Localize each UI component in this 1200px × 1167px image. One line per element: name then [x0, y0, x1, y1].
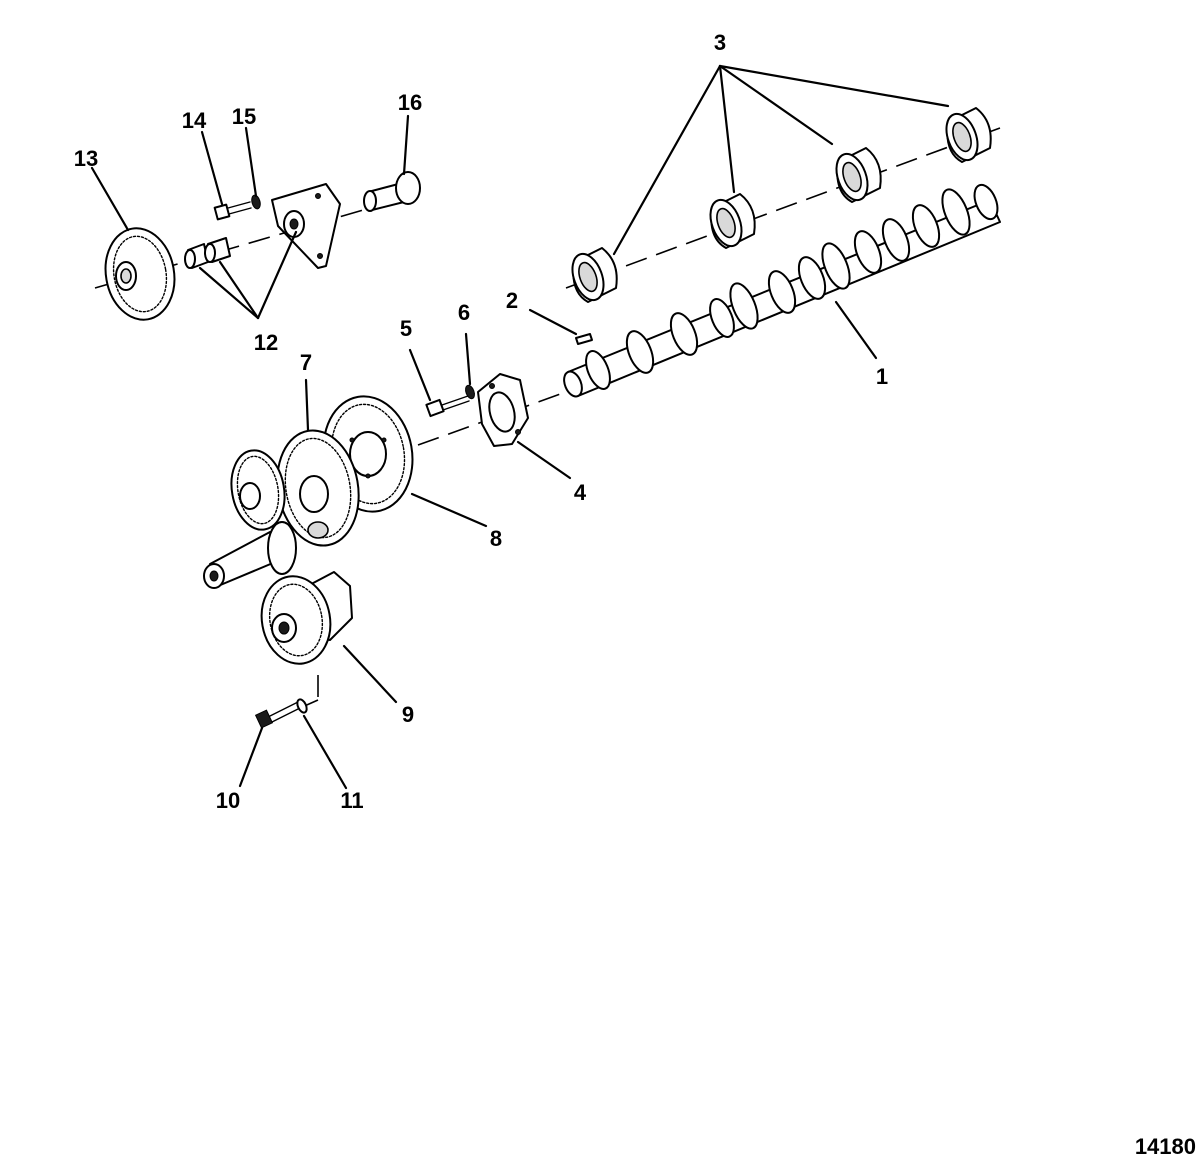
pump-housing [260, 571, 353, 665]
drive-shaft [203, 521, 297, 589]
callout-2: 2 [506, 288, 518, 313]
callout-1: 1 [876, 364, 888, 389]
idler-bushing-2 [204, 237, 231, 263]
idler-bracket [271, 183, 341, 269]
callout-4: 4 [574, 480, 587, 505]
callout-8: 8 [490, 526, 502, 551]
lock-washer [465, 384, 475, 400]
callout-14: 14 [182, 108, 207, 133]
idler-shaft [363, 171, 421, 212]
camshaft-bearing-4 [945, 107, 992, 163]
callout-16: 16 [398, 90, 422, 115]
camshaft-bearing-3 [835, 147, 882, 203]
housing-washer [296, 698, 308, 714]
camshaft [563, 183, 1001, 398]
callout-5: 5 [400, 316, 412, 341]
callout-10: 10 [216, 788, 240, 813]
figure-number: 14180 [1135, 1134, 1196, 1159]
bracket-screw [213, 201, 252, 221]
callout-12: 12 [254, 330, 278, 355]
callout-labels: 3 1 2 4 5 6 7 8 9 10 11 12 13 14 15 16 [74, 30, 888, 813]
idler-gear-left [104, 227, 176, 321]
bracket-washer [251, 194, 261, 210]
callout-11: 11 [340, 788, 363, 813]
callout-13: 13 [74, 146, 98, 171]
assembly-axes [94, 127, 1001, 709]
thrust-plate-screw [425, 395, 470, 418]
camshaft-bearing-2 [709, 193, 756, 249]
callout-7: 7 [300, 350, 312, 375]
callout-15: 15 [232, 104, 256, 129]
housing-bolt [254, 701, 301, 729]
thrust-plate [477, 373, 529, 447]
camshaft-bearing-1 [571, 247, 618, 303]
callout-3: 3 [714, 30, 726, 55]
callout-9: 9 [402, 702, 414, 727]
callout-6: 6 [458, 300, 470, 325]
leader-lines [90, 64, 950, 790]
idler-bushing-1 [184, 243, 209, 269]
woodruff-key [575, 333, 593, 345]
crankshaft-gear [230, 449, 286, 531]
